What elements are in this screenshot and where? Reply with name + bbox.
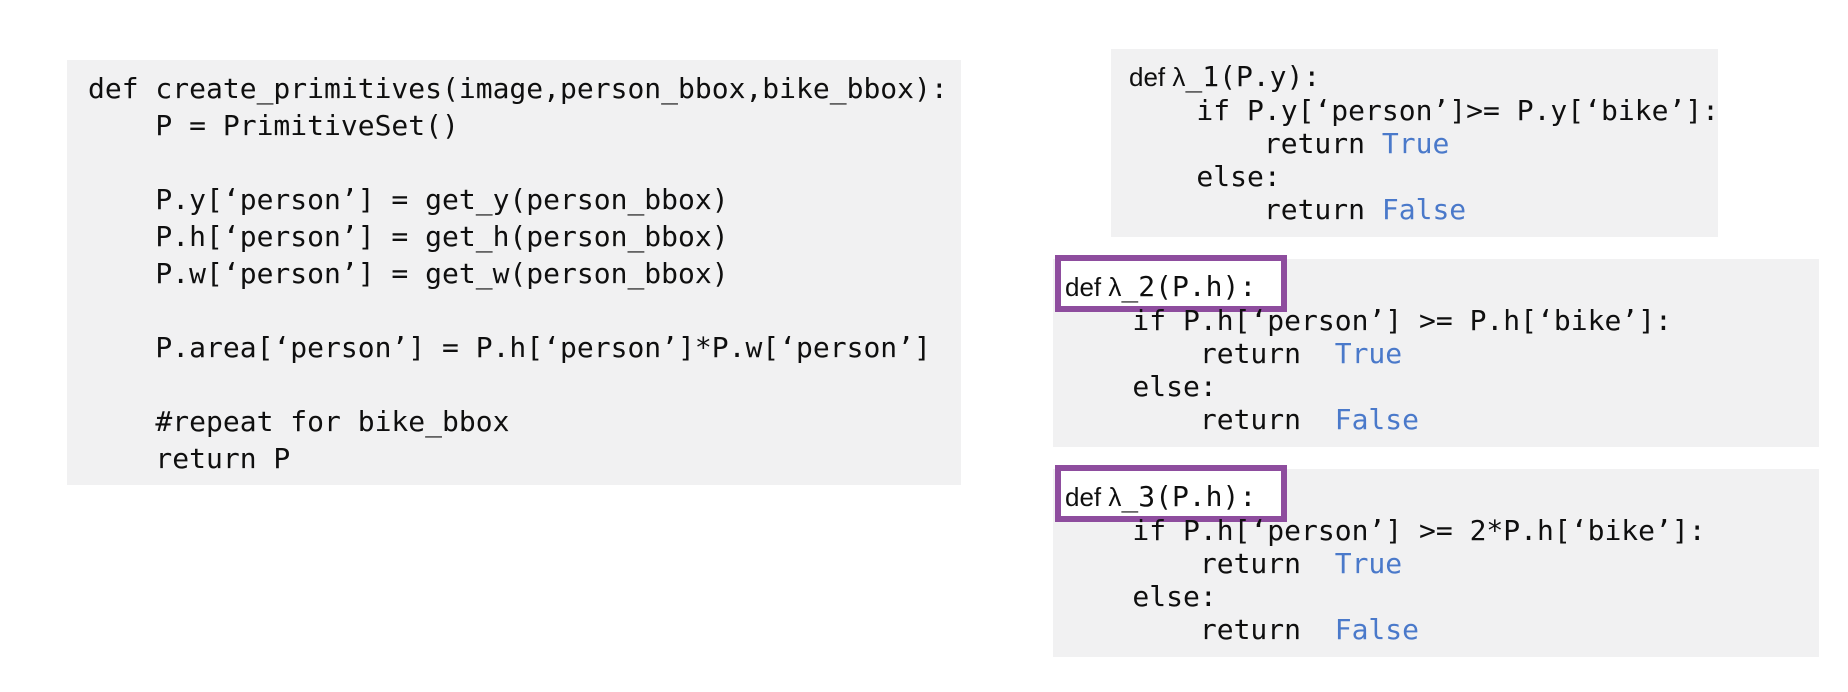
code-line: def λ_2(P.h): [1065,270,1819,304]
lambda-2-code-block: def λ_2(P.h): if P.h[‘person’] >= P.h[‘b… [1053,255,1819,447]
boolean-literal: True [1334,547,1403,580]
code-line: def λ_3(P.h): [1065,480,1819,514]
code-line [88,144,961,181]
code-line: else: [1065,580,1819,613]
code-line: P.h[‘person’] = get_h(person_bbox) [88,220,729,253]
boolean-literal: False [1334,403,1420,436]
code-line: return P [88,442,291,475]
code-text: else: [1065,580,1217,613]
def-signature: _2(P.h): [1121,270,1257,303]
code-text: else: [1129,160,1281,193]
code-text: return [1065,403,1335,436]
code-line: return True [1129,127,1718,160]
code-line: P.w[‘person’] = get_w(person_bbox) [88,257,729,290]
code-text: return [1129,193,1382,226]
code-text: if P.h[‘person’] >= 2*P.h[‘bike’]: [1065,514,1706,547]
boolean-literal: False [1381,193,1467,226]
code-line: else: [1065,370,1819,403]
boolean-literal: True [1381,127,1450,160]
lambda-3-code-block: def λ_3(P.h): if P.h[‘person’] >= 2*P.h[… [1053,465,1819,657]
boolean-literal: True [1334,337,1403,370]
code-line: def λ_1(P.y): [1129,60,1718,94]
code-text: if P.h[‘person’] >= P.h[‘bike’]: [1065,304,1672,337]
code-line: P.y[‘person’] = get_y(person_bbox) [88,183,729,216]
code-text: return [1065,337,1335,370]
code-line: return False [1065,403,1819,436]
def-keyword: def λ [1065,482,1122,512]
code-line [88,292,961,329]
code-line: return True [1065,337,1819,370]
code-line: P = PrimitiveSet() [88,109,459,142]
highlight-box-lambda-2 [1055,255,1287,312]
code-line: return False [1065,613,1819,646]
code-line: if P.h[‘person’] >= 2*P.h[‘bike’]: [1065,514,1819,547]
def-keyword: def λ [1065,272,1122,302]
code-line: if P.h[‘person’] >= P.h[‘bike’]: [1065,304,1819,337]
lambda-1-code-block: def λ_1(P.y): if P.y[‘person’]>= P.y[‘bi… [1111,49,1720,237]
code-line: def create_primitives(image,person_bbox,… [88,72,948,105]
code-line: return False [1129,193,1718,226]
code-text: return [1065,613,1335,646]
boolean-literal: False [1334,613,1420,646]
code-line: if P.y[‘person’]>= P.y[‘bike’]: [1129,94,1720,127]
code-line: return True [1065,547,1819,580]
code-line [88,366,961,403]
code-text: return [1129,127,1382,160]
def-signature: _3(P.h): [1121,480,1257,513]
highlight-box-lambda-3 [1055,465,1287,522]
def-keyword: def λ [1129,62,1186,92]
create-primitives-code-block: def create_primitives(image,person_bbox,… [67,60,961,485]
code-line: #repeat for bike_bbox [88,405,510,438]
code-text: else: [1065,370,1217,403]
code-text: return [1065,547,1335,580]
code-line: P.area[‘person’] = P.h[‘person’]*P.w[‘pe… [88,331,931,364]
code-line: else: [1129,160,1718,193]
code-text: if P.y[‘person’]>= P.y[‘bike’]: [1129,94,1720,127]
def-signature: _1(P.y): [1185,60,1321,93]
